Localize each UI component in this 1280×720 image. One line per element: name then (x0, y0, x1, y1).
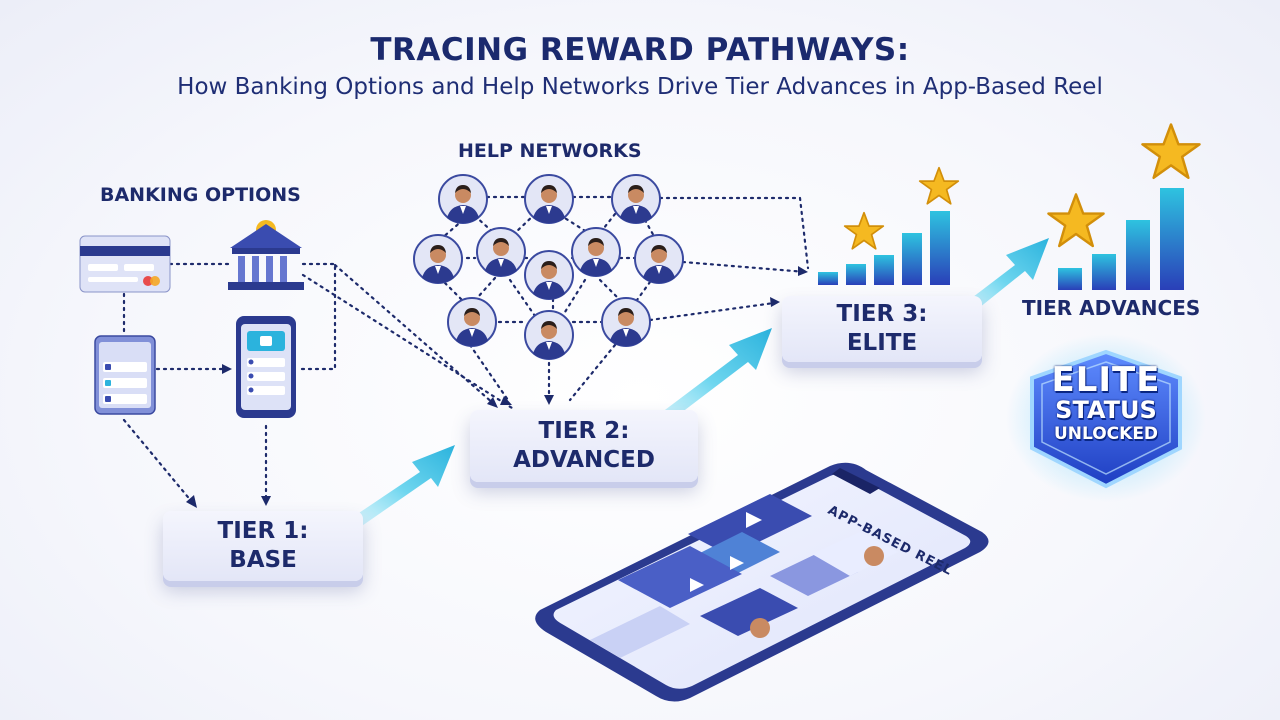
network-arrowheads (500, 266, 808, 405)
tier-1-box: TIER 1: BASE (163, 511, 363, 581)
mobile-phone-icon (236, 316, 296, 418)
badge-line-2: STATUS (1055, 396, 1157, 424)
arrow-tier1-to-tier2 (344, 445, 455, 530)
bar-chart-icon (818, 211, 950, 285)
person-avatar-icon (447, 297, 497, 347)
banking-connectors (122, 262, 514, 504)
arrow-tier2-to-tier3 (645, 328, 772, 432)
bar-chart-icon (1058, 188, 1184, 290)
person-avatar-icon (524, 174, 574, 224)
person-avatar-icon (601, 297, 651, 347)
shield-badge-icon (1006, 334, 1206, 502)
star-icon (1141, 123, 1201, 180)
banking-arrowheads (186, 364, 498, 508)
star-icon (843, 211, 885, 250)
page-title: TRACING REWARD PATHWAYS: (370, 32, 910, 68)
person-avatar-icon (476, 227, 526, 277)
tablet-icon (94, 335, 156, 415)
person-avatar-icon (438, 174, 488, 224)
person-avatar-icon (524, 250, 574, 300)
tier-advances-label: TIER ADVANCES (1022, 296, 1201, 320)
star-icon (1047, 193, 1105, 248)
person-avatar-icon (611, 174, 661, 224)
bank-icon (228, 220, 304, 290)
badge-line-1: ELITE (1051, 360, 1161, 400)
banking-options-label: BANKING OPTIONS (100, 184, 301, 206)
badge-line-3: UNLOCKED (1053, 424, 1159, 444)
person-avatar-icon (571, 227, 621, 277)
help-networks-label: HELP NETWORKS (458, 140, 642, 162)
star-icon (918, 166, 960, 205)
person-avatar-icon (413, 234, 463, 284)
tier-3-box: TIER 3: ELITE (782, 296, 982, 362)
tier-2-box: TIER 2: ADVANCED (470, 410, 698, 482)
person-avatar-icon (524, 310, 574, 360)
smartphone-icon (535, 462, 989, 702)
person-avatar-icon (634, 234, 684, 284)
help-network-avatars (413, 174, 684, 360)
page-subtitle: How Banking Options and Help Networks Dr… (177, 74, 1103, 100)
credit-card-icon (79, 235, 171, 293)
